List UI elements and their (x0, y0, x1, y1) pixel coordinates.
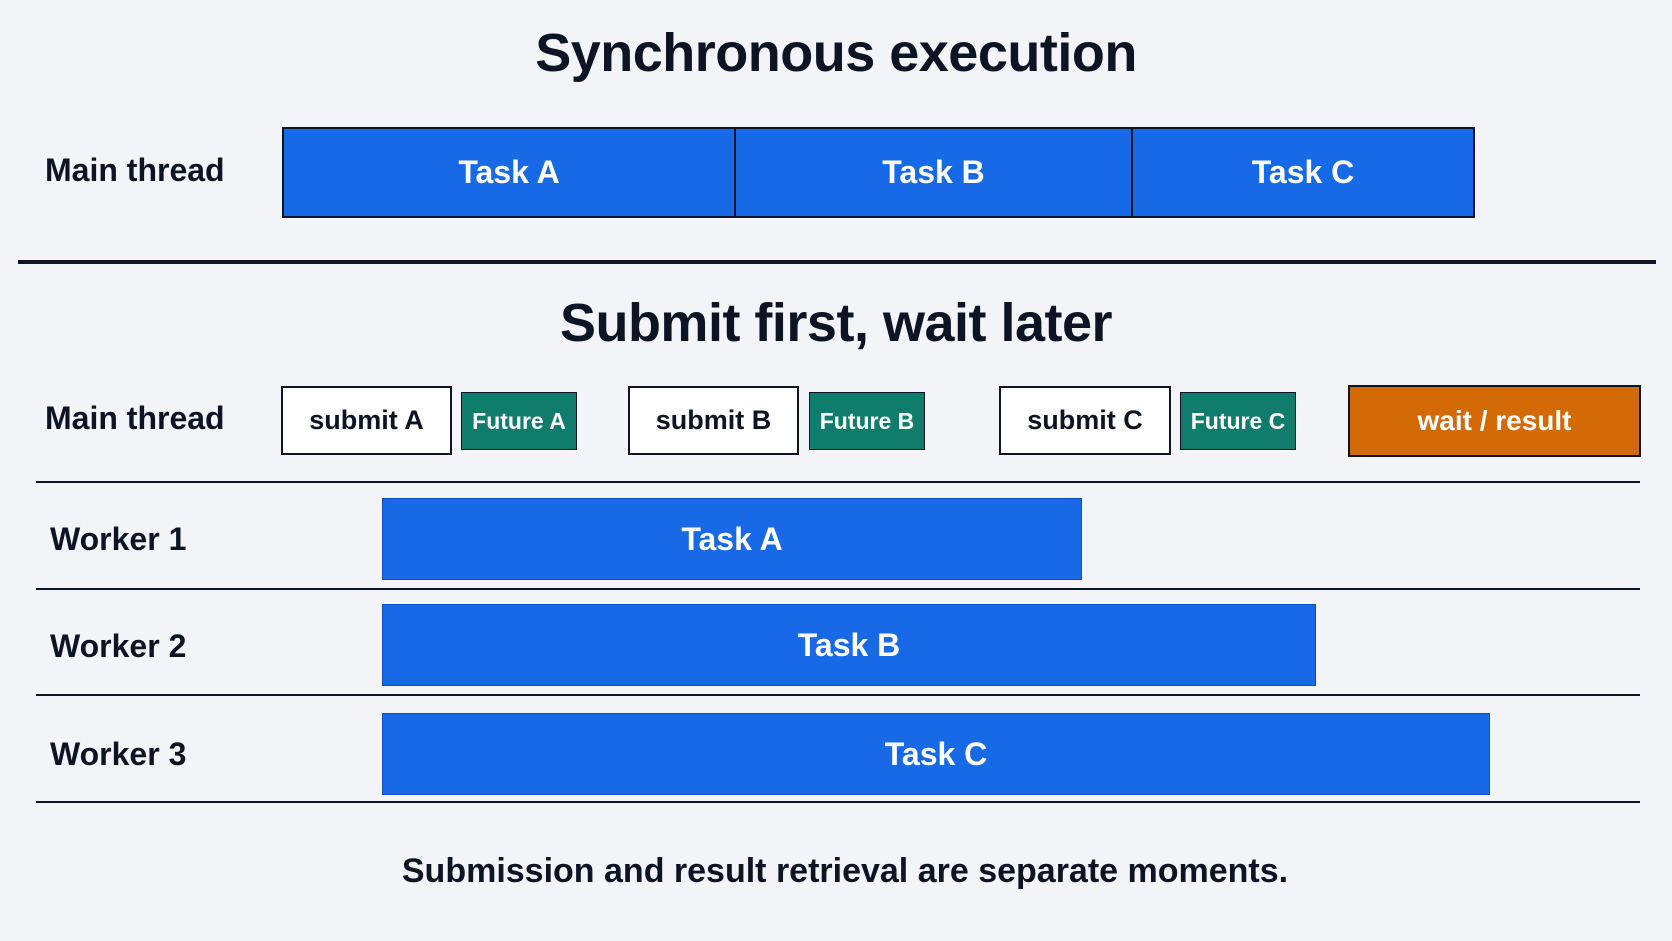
worker-2-task-bar: Task B (382, 604, 1316, 686)
sync-task-a-bar: Task A (282, 127, 736, 218)
async-main-thread-label: Main thread (45, 400, 225, 436)
submit-b-box: submit B (628, 386, 799, 455)
worker-3-label: Worker 3 (50, 736, 187, 772)
future-a-box: Future A (461, 392, 577, 450)
section-divider (18, 260, 1656, 264)
worker-3-task-bar: Task C (382, 713, 1490, 795)
sync-main-thread-label: Main thread (45, 152, 225, 188)
submit-c-box: submit C (999, 386, 1171, 455)
sync-task-b-bar: Task B (734, 127, 1133, 218)
sync-task-c-bar: Task C (1131, 127, 1475, 218)
sync-title: Synchronous execution (535, 23, 1137, 83)
wait-result-box: wait / result (1348, 385, 1641, 457)
row-divider-worker-2 (36, 694, 1640, 696)
future-b-box: Future B (809, 392, 925, 450)
worker-1-task-bar: Task A (382, 498, 1082, 580)
worker-1-label: Worker 1 (50, 521, 187, 557)
row-divider-worker-3 (36, 801, 1640, 803)
worker-2-label: Worker 2 (50, 628, 187, 664)
caption: Submission and result retrieval are sepa… (401, 852, 1289, 890)
row-divider-main (36, 481, 1640, 483)
submit-a-box: submit A (281, 386, 452, 455)
row-divider-worker-1 (36, 588, 1640, 590)
future-c-box: Future C (1180, 392, 1296, 450)
async-title: Submit first, wait later (559, 293, 1113, 353)
